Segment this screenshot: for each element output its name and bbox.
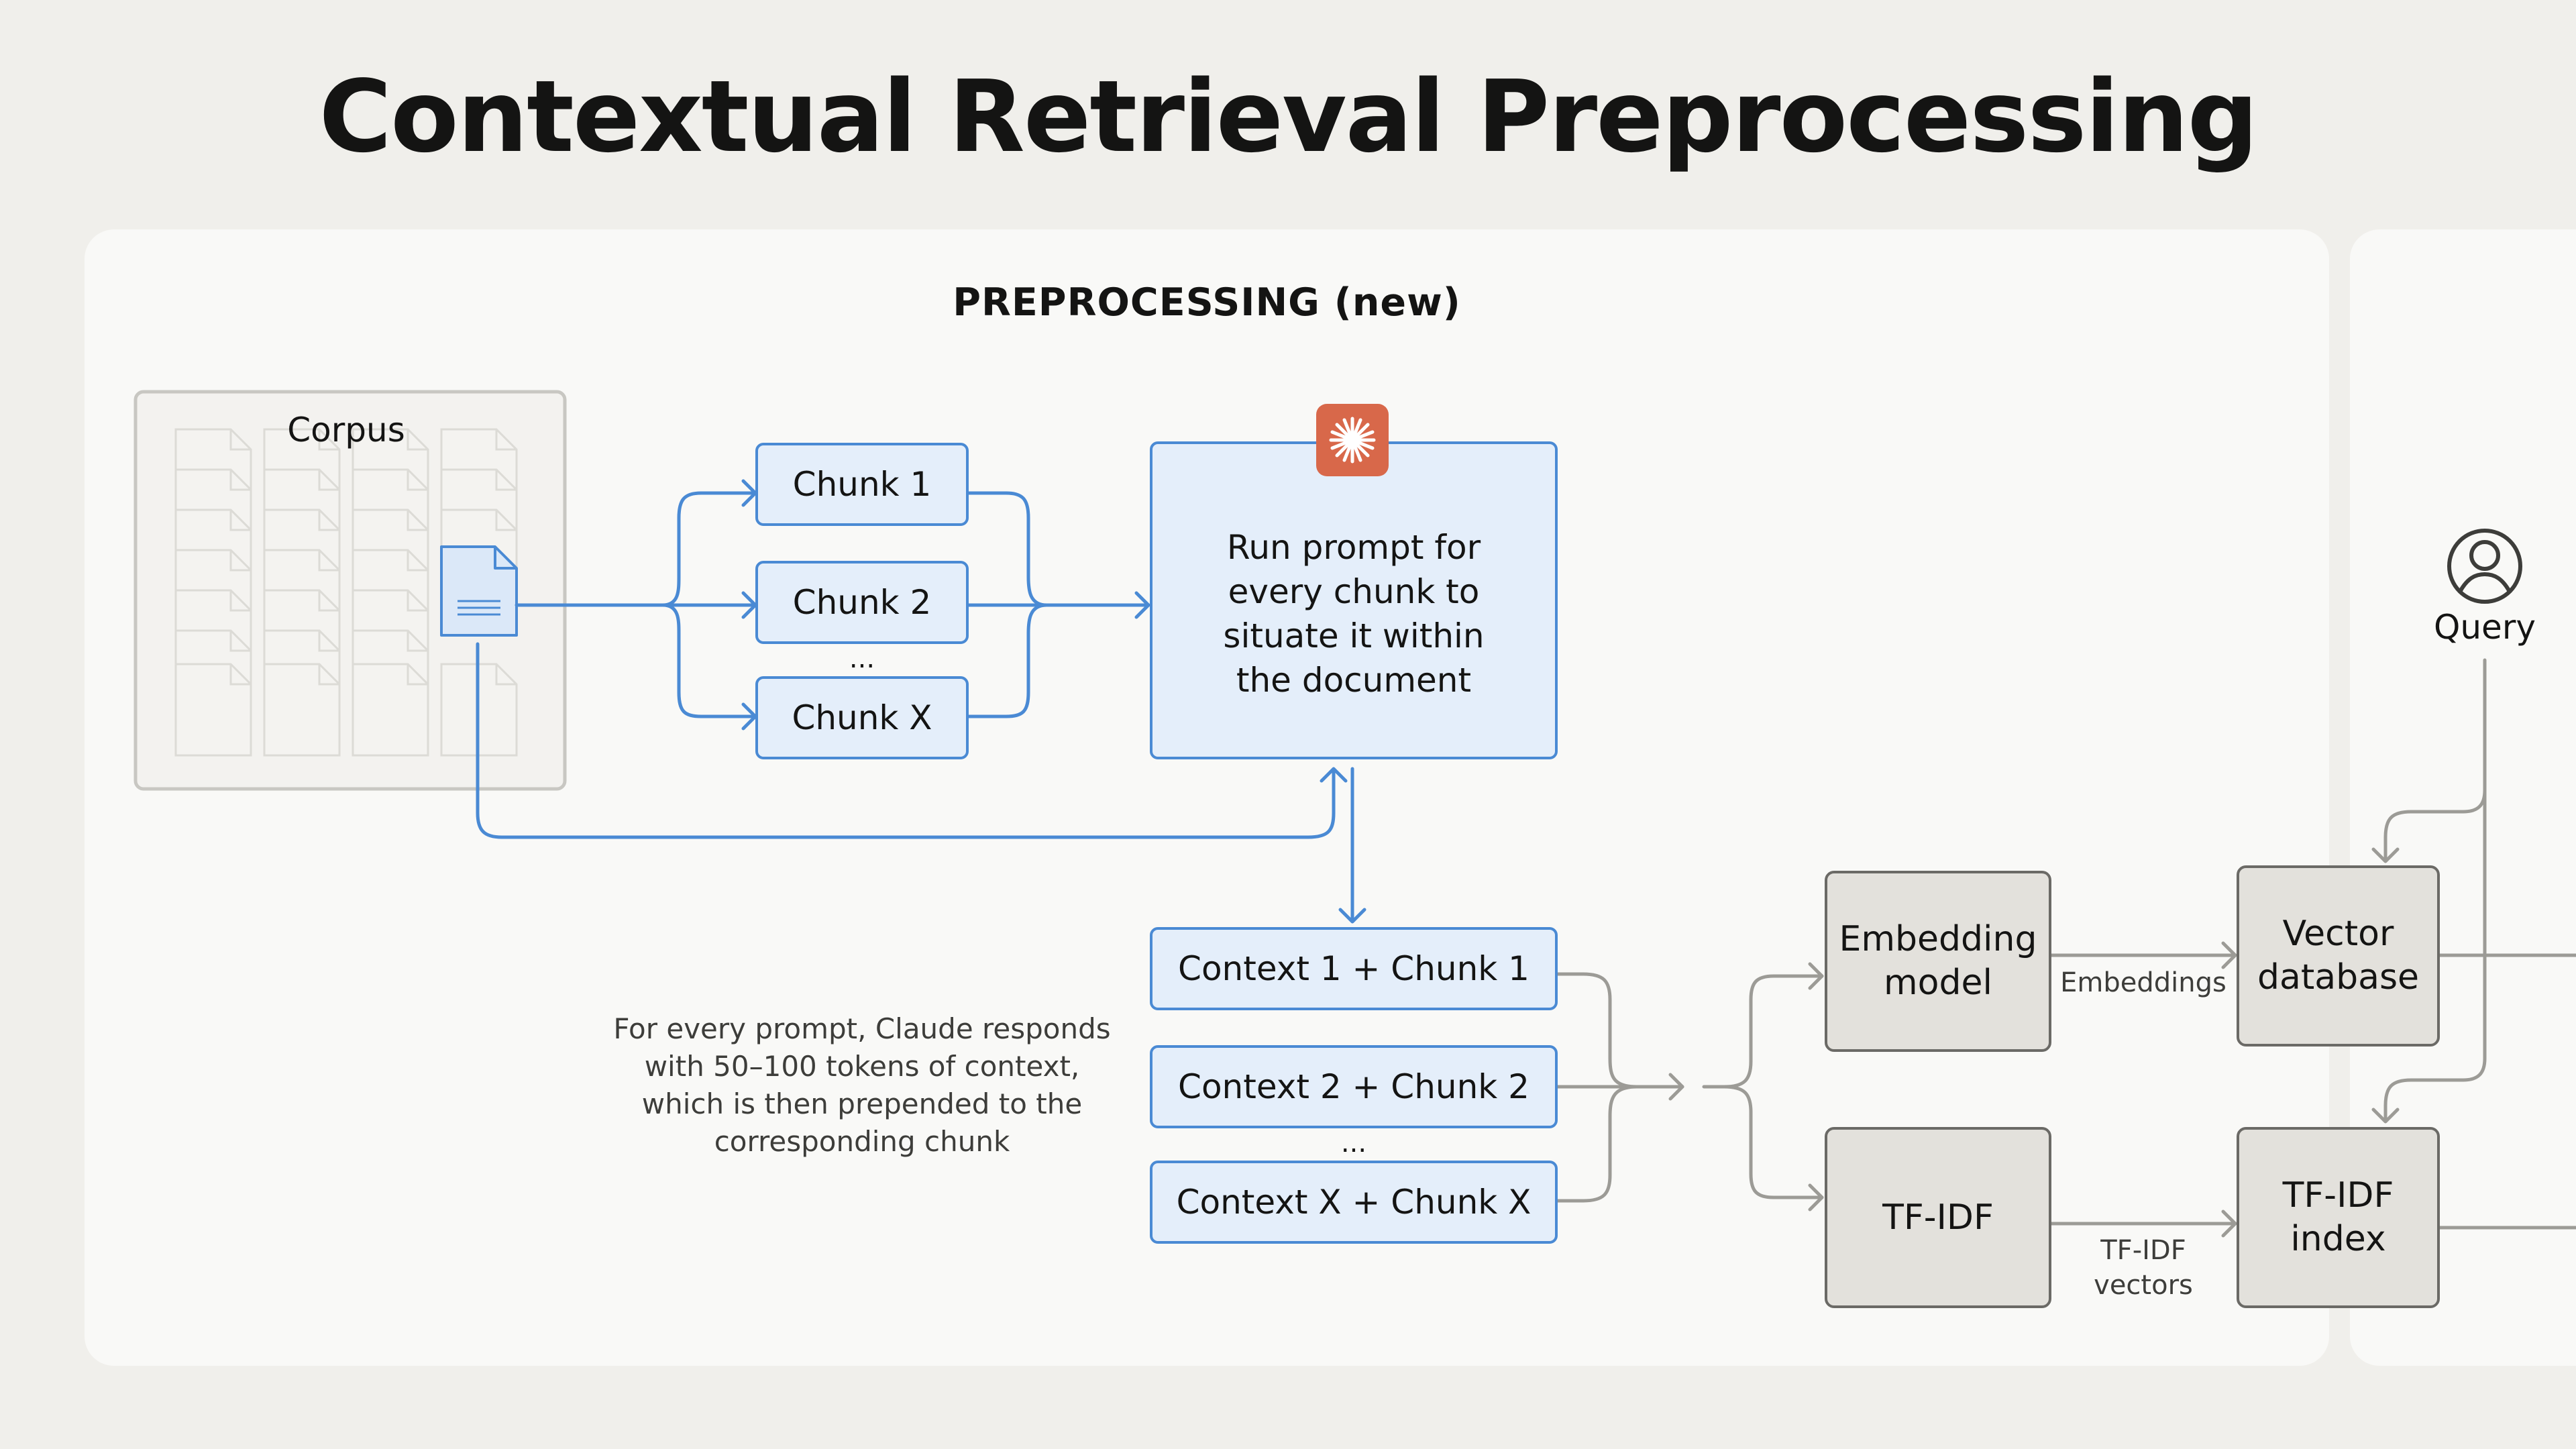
- document-icon: [440, 545, 518, 637]
- user-icon: [2447, 529, 2522, 604]
- vector-database-box: Vector database: [2237, 865, 2440, 1046]
- page-title: Contextual Retrieval Preprocessing: [319, 59, 2258, 174]
- corpus-label: Corpus: [287, 411, 405, 449]
- context-2-box: Context 2 + Chunk 2: [1150, 1045, 1558, 1128]
- corpus-document-fold: [407, 510, 428, 531]
- explanation-note: For every prompt, Claude responds with 5…: [613, 1012, 1111, 1158]
- corpus-document-fold: [495, 470, 517, 491]
- corpus-document-fold: [407, 664, 428, 686]
- corpus-document-fold: [229, 664, 251, 686]
- prompt-box: Run prompt for every chunk to situate it…: [1150, 441, 1558, 759]
- corpus-document-fold: [229, 470, 251, 491]
- corpus-document-fold: [318, 429, 339, 451]
- corpus-document: [352, 663, 429, 757]
- chunk-x-box: Chunk X: [755, 676, 969, 759]
- corpus-document-fold: [229, 550, 251, 572]
- grey-arrowheads: [1668, 847, 2400, 1238]
- query-label: Query: [2434, 608, 2536, 647]
- corpus-document-fold: [318, 664, 339, 686]
- corpus-document-fold: [318, 510, 339, 531]
- corpus-document-fold: [407, 550, 428, 572]
- corpus-document-fold: [318, 631, 339, 652]
- corpus-document: [263, 663, 341, 757]
- corpus-document-fold: [229, 510, 251, 531]
- corpus-document: [174, 663, 252, 757]
- corpus-document-fold: [229, 590, 251, 612]
- blue-connectors: [476, 491, 1354, 922]
- grey-connectors: [1556, 658, 2576, 1230]
- corpus-document-fold: [495, 429, 517, 451]
- corpus-document-fold: [318, 470, 339, 491]
- section-label: PREPROCESSING (new): [953, 280, 1461, 325]
- chunk-2-box: Chunk 2: [755, 561, 969, 644]
- chunk-1-box: Chunk 1: [755, 443, 969, 526]
- corpus-document-fold: [229, 631, 251, 652]
- chunks-ellipsis: ...: [849, 643, 875, 674]
- tfidf-vectors-label: TF-IDF vectors: [2094, 1235, 2193, 1301]
- tfidf-box: TF-IDF: [1825, 1127, 2051, 1308]
- corpus-document-fold: [229, 429, 251, 451]
- tfidf-index-box: TF-IDF index: [2237, 1127, 2440, 1308]
- corpus-document-fold: [318, 550, 339, 572]
- corpus-document-fold: [407, 470, 428, 491]
- corpus-document-fold: [407, 631, 428, 652]
- contexts-ellipsis: ...: [1340, 1128, 1367, 1159]
- context-1-box: Context 1 + Chunk 1: [1150, 927, 1558, 1010]
- claude-starburst-icon: [1316, 404, 1389, 476]
- corpus-document-fold: [407, 590, 428, 612]
- corpus-document-fold: [407, 429, 428, 451]
- context-x-box: Context X + Chunk X: [1150, 1161, 1558, 1244]
- corpus-document-fold: [495, 510, 517, 531]
- embedding-model-box: Embedding model: [1825, 871, 2051, 1052]
- embeddings-label: Embeddings: [2060, 967, 2226, 998]
- corpus-document-fold: [495, 664, 517, 686]
- corpus-document-fold: [318, 590, 339, 612]
